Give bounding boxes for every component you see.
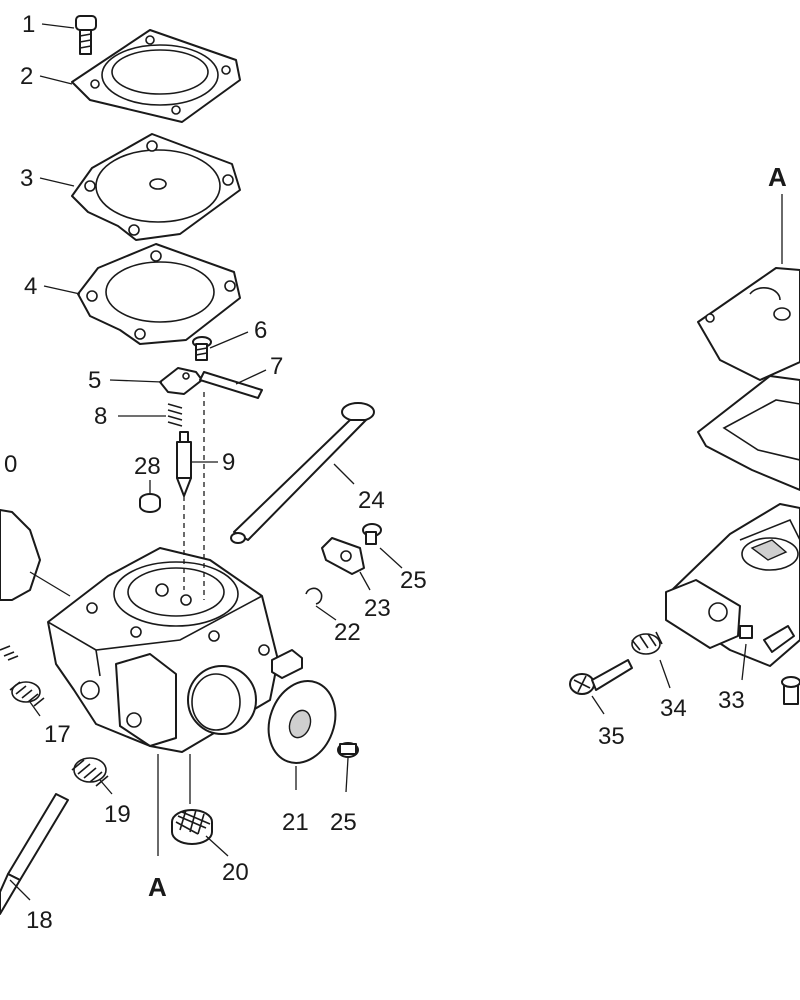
part-34-spring bbox=[631, 631, 663, 655]
callout-17: 17 bbox=[44, 721, 71, 748]
part-21-disc bbox=[267, 680, 337, 764]
callout-18: 18 bbox=[26, 907, 53, 934]
part-4-gasket bbox=[77, 243, 241, 345]
callout-24: 24 bbox=[358, 487, 385, 514]
part-2-cover-plate bbox=[71, 29, 241, 123]
part-22-clip bbox=[305, 587, 323, 605]
part-25-screw-top bbox=[362, 523, 382, 545]
right-screw-bottom bbox=[781, 676, 800, 705]
callout-23: 23 bbox=[364, 595, 391, 622]
callout-7: 7 bbox=[270, 353, 283, 380]
callout-28: 28 bbox=[134, 453, 161, 480]
right-carburetor-body bbox=[665, 503, 800, 667]
callout-25-top: 25 bbox=[400, 567, 427, 594]
callout-33: 33 bbox=[718, 687, 745, 714]
part-6-screw bbox=[192, 336, 212, 361]
part-20-filter-screen bbox=[171, 809, 213, 845]
right-diaphragm bbox=[697, 375, 800, 491]
part-10-diaphragm bbox=[0, 509, 41, 601]
callout-19: 19 bbox=[104, 801, 131, 828]
callout-21: 21 bbox=[282, 809, 309, 836]
part-25-screw-bottom bbox=[337, 742, 359, 758]
part-1-screw bbox=[75, 15, 97, 55]
right-gasket-top bbox=[697, 267, 800, 381]
part-5-control-lever bbox=[159, 367, 203, 395]
part-17-spring-left bbox=[0, 645, 19, 661]
callout-2: 2 bbox=[20, 63, 33, 90]
part-8-spring bbox=[167, 403, 183, 427]
part-28-plug bbox=[139, 493, 161, 513]
carburetor-body bbox=[47, 547, 303, 753]
callout-5: 5 bbox=[88, 367, 101, 394]
callout-20: 20 bbox=[222, 859, 249, 886]
part-7-pin bbox=[199, 371, 263, 399]
part-35-screw bbox=[569, 659, 633, 695]
callout-8: 8 bbox=[94, 403, 107, 430]
part-24-throttle-shaft bbox=[230, 402, 375, 544]
callout-10: 0 bbox=[4, 451, 17, 478]
callout-a-right: A bbox=[768, 162, 787, 192]
part-9-inlet-needle bbox=[176, 431, 192, 497]
part-33-pin bbox=[739, 625, 753, 639]
callout-34: 34 bbox=[660, 695, 687, 722]
callout-a-left: A bbox=[148, 872, 167, 902]
callout-3: 3 bbox=[20, 165, 33, 192]
callout-6: 6 bbox=[254, 317, 267, 344]
part-18-adjusting-needle bbox=[0, 793, 69, 915]
leader-lines bbox=[9, 23, 783, 901]
callout-35: 35 bbox=[598, 723, 625, 750]
part-23-bracket bbox=[321, 537, 365, 575]
callout-22: 22 bbox=[334, 619, 361, 646]
callout-9: 9 bbox=[222, 449, 235, 476]
callout-4: 4 bbox=[24, 273, 37, 300]
callout-labels: 1 2 3 4 6 5 7 8 9 0 28 24 25 23 22 17 19… bbox=[4, 11, 787, 934]
callout-1: 1 bbox=[22, 11, 35, 38]
part-19-spring bbox=[71, 757, 109, 787]
callout-25-bottom: 25 bbox=[330, 809, 357, 836]
part-3-diaphragm bbox=[71, 133, 241, 241]
part-17-spring bbox=[9, 681, 45, 707]
